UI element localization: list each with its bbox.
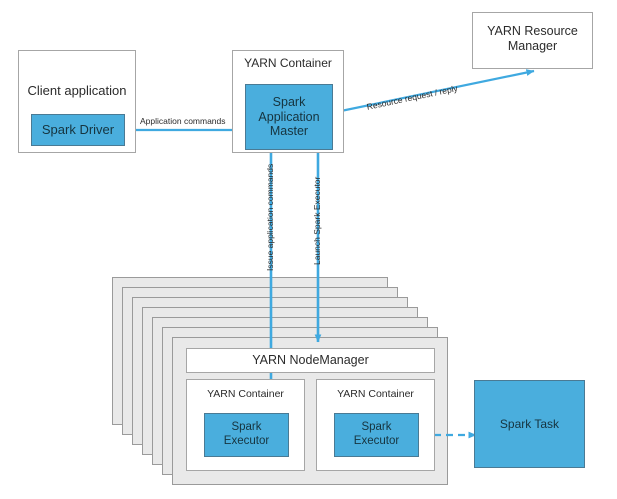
yarn-container-am-label: YARN Container — [244, 56, 332, 70]
spark-task-box: Spark Task — [474, 380, 585, 468]
spark-executor-2-box: Spark Executor — [334, 413, 419, 457]
yarn-resource-manager-box — [472, 12, 593, 69]
yarn-container-executor-2-label: YARN Container — [337, 388, 414, 400]
spark-driver-box: Spark Driver — [31, 114, 125, 146]
spark-application-master-box: Spark Application Master — [245, 84, 333, 150]
edge-label-resource-request-reply: Resource request / reply — [365, 83, 459, 112]
edge-label-launch-spark-executor: Launch Spark Executor — [312, 176, 322, 265]
spark-executor-1-box: Spark Executor — [204, 413, 289, 457]
yarn-container-executor-1-label: YARN Container — [207, 388, 284, 400]
client-application-label: Client application — [27, 83, 127, 98]
edge-label-issue-application-commands: Issue application commands — [265, 163, 275, 271]
yarn-resource-manager-label: YARN Resource Manager — [487, 24, 578, 53]
yarn-nodemanager-box — [186, 348, 435, 373]
yarn-nodemanager-label: YARN NodeManager — [252, 353, 369, 367]
edge-label-application-commands: Application commands — [140, 116, 226, 126]
